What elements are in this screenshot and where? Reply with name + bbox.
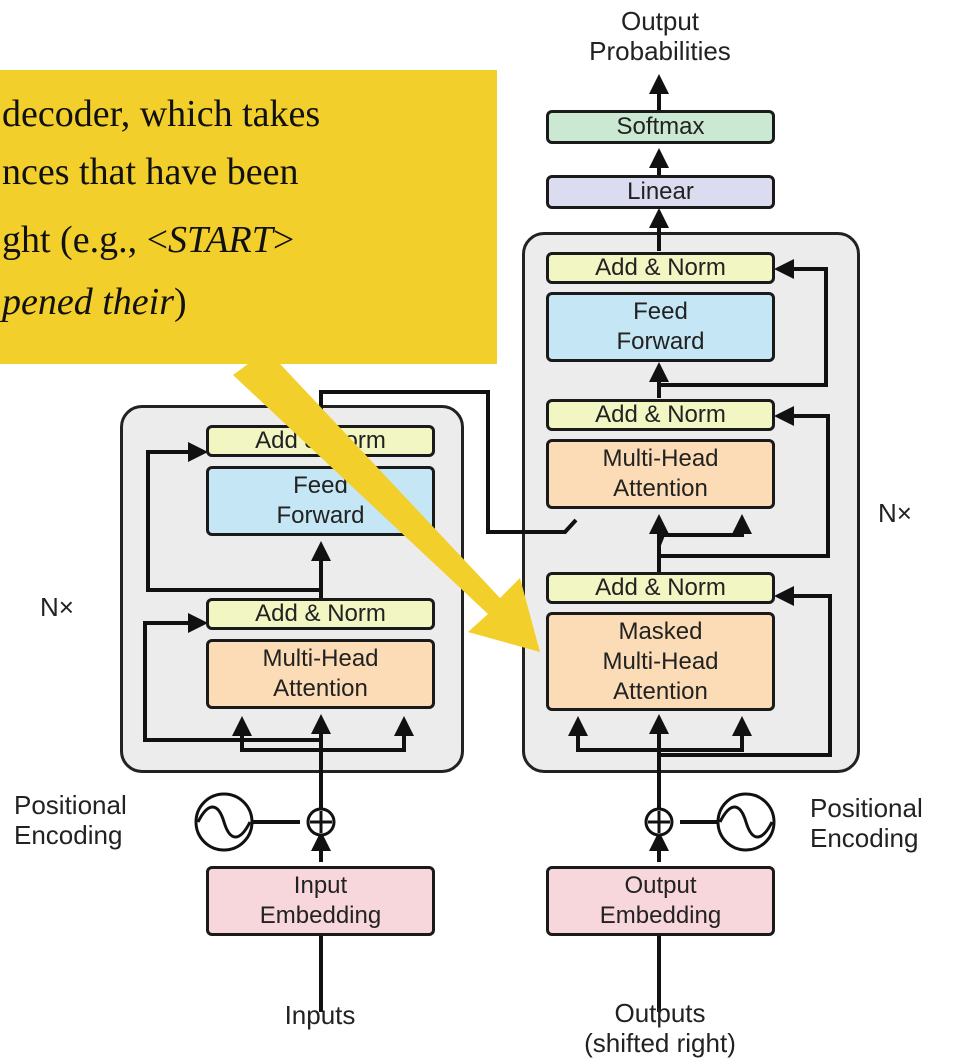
label: Linear	[627, 178, 694, 205]
decoder-multi-head-attention: Multi-Head Attention	[546, 439, 775, 509]
linear-box: Linear	[546, 175, 775, 209]
label: Add & Norm	[595, 254, 726, 281]
encoder-positional-encoding-label: Positional Encoding	[14, 790, 127, 850]
callout-line-1: decoder, which takes	[2, 93, 321, 135]
output-probabilities-label: Output Probabilities	[540, 6, 780, 66]
callout-text-italic: pened their	[2, 281, 175, 323]
label: Multi-Head	[602, 647, 719, 675]
label: Softmax	[616, 113, 705, 140]
encoder-add-norm-bottom: Add & Norm	[206, 598, 435, 630]
label: Positional	[810, 793, 923, 823]
label: Outputs	[614, 998, 706, 1028]
label: Positional	[14, 790, 127, 820]
decoder-add-norm-bottom: Add & Norm	[546, 572, 775, 604]
label: Add & Norm	[255, 600, 386, 627]
label: Embedding	[599, 902, 722, 929]
callout-box: decoder, which takes nces that have been…	[0, 70, 497, 364]
label: Feed	[633, 298, 688, 325]
label: Masked	[618, 617, 703, 645]
label: Attention	[613, 677, 708, 705]
label: Output	[624, 872, 697, 899]
encoder-nx-label: N×	[40, 592, 74, 622]
label: Forward	[616, 328, 705, 355]
decoder-nx-label: N×	[878, 498, 912, 528]
label: Probabilities	[589, 36, 731, 66]
label: Attention	[613, 475, 708, 502]
label: Feed	[293, 472, 348, 499]
encoder-multi-head-attention: Multi-Head Attention	[206, 639, 435, 709]
label: Forward	[276, 502, 365, 529]
label: Encoding	[14, 820, 123, 850]
label: Embedding	[259, 902, 382, 929]
decoder-add-norm-top: Add & Norm	[546, 252, 775, 284]
outputs-label: Outputs (shifted right)	[560, 998, 760, 1058]
callout-text: )	[174, 281, 187, 323]
label: Output	[620, 6, 700, 36]
label: Encoding	[810, 823, 919, 853]
label: Multi-Head	[602, 445, 719, 472]
decoder-feed-forward: Feed Forward	[546, 292, 775, 362]
decoder-add-norm-mid: Add & Norm	[546, 399, 775, 431]
label: (shifted right)	[584, 1028, 736, 1058]
decoder-masked-attention: Masked Multi-Head Attention	[546, 612, 775, 711]
callout-line-4: pened their)	[2, 280, 187, 324]
label: Multi-Head	[262, 645, 379, 672]
label: Add & Norm	[595, 574, 726, 601]
callout-line-2: nces that have been	[2, 151, 299, 193]
inputs-label: Inputs	[284, 1000, 356, 1030]
label: Attention	[273, 675, 368, 702]
input-embedding: Input Embedding	[206, 866, 435, 936]
callout-text: >	[272, 219, 295, 261]
callout-line-3: ght (e.g., <START>	[2, 218, 294, 262]
softmax-box: Softmax	[546, 110, 775, 144]
decoder-positional-encoding-label: Positional Encoding	[810, 793, 923, 853]
callout-text-italic: START	[168, 219, 273, 261]
output-embedding: Output Embedding	[546, 866, 775, 936]
pointer-arrow-icon	[233, 350, 540, 652]
label: Input	[293, 872, 348, 899]
label: Add & Norm	[595, 401, 726, 428]
callout-text: ght (e.g., <	[2, 219, 169, 261]
